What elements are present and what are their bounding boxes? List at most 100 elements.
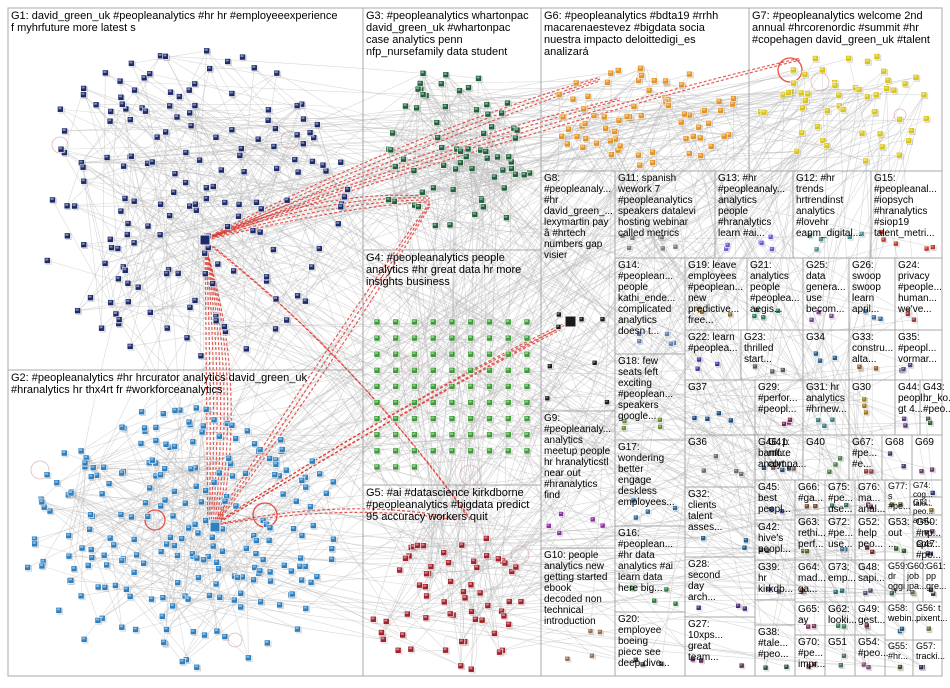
node-g2	[178, 535, 186, 543]
node-g1	[337, 158, 345, 167]
node-g57	[918, 664, 925, 671]
node-g1	[203, 195, 211, 203]
node-g15	[930, 244, 937, 251]
node-g5	[447, 578, 455, 586]
node-g1	[98, 324, 106, 333]
node-g7	[760, 108, 769, 117]
node-g4	[429, 318, 438, 327]
node-g12	[807, 232, 814, 240]
node-g4	[486, 399, 494, 407]
node-g6	[730, 95, 738, 103]
node-g4	[486, 415, 494, 423]
node-g1	[130, 239, 139, 248]
node-g2	[185, 418, 194, 427]
node-g6	[681, 110, 689, 119]
node-g1	[344, 186, 352, 194]
node-g4	[467, 431, 475, 439]
node-g6	[558, 132, 566, 141]
node-g2	[298, 532, 307, 540]
node-g2	[256, 446, 265, 454]
node-g8	[547, 363, 554, 370]
node-g22	[714, 361, 722, 368]
self-loop	[144, 509, 166, 531]
node-g2	[216, 593, 224, 602]
node-g1	[253, 199, 261, 207]
node-g22	[694, 365, 702, 373]
node-g3	[449, 186, 458, 194]
node-g2	[98, 490, 107, 499]
node-g4	[373, 367, 382, 375]
node-g13	[769, 246, 776, 253]
node-g7	[922, 115, 931, 123]
node-g11	[626, 245, 633, 252]
node-g4	[523, 350, 532, 359]
node-g6	[650, 77, 659, 85]
node-g6	[602, 125, 610, 133]
self-loop	[400, 355, 420, 375]
node-g2	[94, 617, 103, 625]
node-g6	[555, 91, 564, 99]
node-g3	[457, 159, 465, 167]
node-g6	[686, 150, 694, 158]
node-g2	[190, 628, 198, 636]
node-g6	[604, 79, 612, 87]
node-g36	[733, 468, 740, 475]
node-g8	[556, 311, 563, 319]
node-g9	[589, 516, 597, 524]
node-g1	[249, 227, 258, 235]
node-g1	[170, 189, 178, 197]
node-g3	[512, 170, 520, 179]
group-label-g37: G37	[688, 382, 707, 393]
node-g4	[429, 447, 438, 456]
group-box-g77	[884, 479, 911, 516]
node-g6	[607, 137, 615, 146]
node-g2	[174, 579, 182, 587]
node-g17	[630, 497, 638, 505]
node-g4	[392, 318, 400, 327]
group-label-g62: G62:looki...	[828, 604, 857, 626]
node-g9	[599, 522, 607, 530]
node-g28	[695, 604, 703, 612]
node-g2	[171, 407, 180, 415]
node-g2	[31, 540, 39, 549]
node-g2	[192, 482, 201, 491]
node-g5	[496, 648, 504, 657]
group-label-g51: G51	[828, 637, 847, 648]
group-label-g38: G38:#tale...#peo...	[758, 627, 789, 660]
node-g6	[695, 123, 703, 132]
node-g1	[186, 109, 194, 118]
node-g14	[636, 338, 644, 345]
node-g1	[127, 116, 135, 124]
node-g1	[80, 177, 88, 186]
node-g2	[302, 605, 311, 613]
node-g1	[116, 77, 125, 86]
node-g3	[402, 102, 410, 111]
node-g1	[121, 195, 130, 203]
node-g4	[448, 399, 457, 407]
node-g21	[751, 313, 759, 320]
node-g2	[200, 422, 208, 431]
group-label-g67: G67:#pe...#e...	[852, 437, 877, 470]
node-g1	[131, 86, 139, 95]
node-g2	[174, 552, 182, 560]
group-label-g64: G64:mad...ga...	[798, 562, 826, 595]
group-label-g65: G65:ay	[798, 604, 820, 626]
group-label-g70: G70:#pe...impr...	[798, 637, 825, 670]
node-g7	[864, 93, 872, 102]
node-g44	[901, 416, 908, 423]
node-g50	[923, 529, 931, 537]
node-g2	[185, 524, 193, 533]
node-g4	[486, 350, 494, 359]
node-g4	[504, 415, 513, 423]
node-g1	[210, 183, 218, 191]
node-g56	[926, 625, 933, 633]
node-g6	[608, 151, 616, 159]
node-g7	[823, 142, 832, 150]
node-g2	[78, 544, 87, 553]
node-g2	[132, 626, 140, 634]
node-g1	[119, 101, 127, 109]
group-label-g2: G2: #peopleanalytics #hr hrcurator analy…	[11, 372, 307, 396]
